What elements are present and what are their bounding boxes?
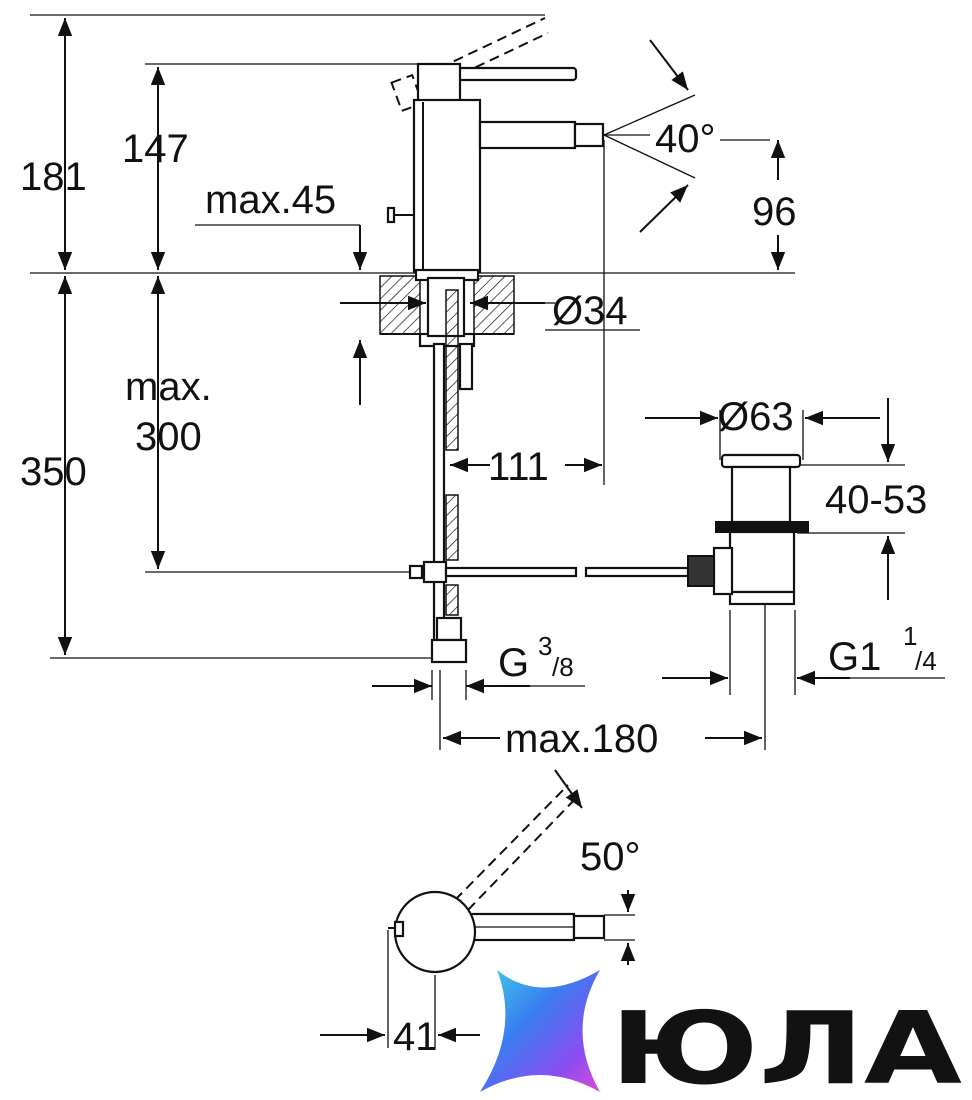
dim-max180: max.180 — [443, 717, 762, 761]
svg-text:50°: 50° — [580, 835, 641, 879]
dim-350: 350 — [20, 276, 87, 655]
dim-max300: max. 300 — [125, 276, 212, 569]
svg-text:G1: G1 — [828, 635, 881, 679]
dim-147: 147 — [122, 67, 189, 270]
svg-text:max.: max. — [125, 365, 212, 409]
dim-96: 96 — [752, 140, 797, 270]
svg-text:300: 300 — [135, 415, 202, 459]
dim-max45: max.45 — [205, 178, 368, 270]
svg-text:1: 1 — [903, 621, 917, 651]
logo-text: ЮЛА — [610, 990, 962, 1100]
svg-text:G: G — [498, 641, 529, 685]
svg-text:181: 181 — [20, 155, 87, 199]
svg-text:Ø34: Ø34 — [552, 289, 628, 333]
svg-text:3: 3 — [538, 631, 552, 661]
dim-40-53: 40-53 — [825, 398, 927, 600]
svg-text:111: 111 — [488, 445, 549, 489]
svg-text:147: 147 — [122, 127, 189, 171]
svg-text:41: 41 — [393, 1015, 438, 1059]
dim-angle-40: 40° — [603, 39, 716, 233]
svg-text:max.180: max.180 — [505, 717, 658, 761]
svg-text:350: 350 — [20, 450, 87, 494]
svg-text:/4: /4 — [915, 646, 937, 676]
dim-angle-50: 50° — [554, 769, 641, 965]
extension-lines — [30, 14, 905, 750]
svg-text:40°: 40° — [655, 117, 716, 161]
dim-thread-g38: G 3 /8 — [372, 631, 585, 700]
logo-star-icon — [480, 970, 600, 1092]
waste-valve — [687, 453, 809, 606]
svg-text:Ø63: Ø63 — [718, 395, 794, 439]
dim-dia34: Ø34 — [340, 289, 640, 405]
dim-41: 41 — [320, 930, 480, 1059]
dim-dia63: Ø63 — [645, 395, 880, 460]
brand-logo: ЮЛА — [480, 970, 962, 1100]
dim-181: 181 — [20, 18, 87, 270]
dim-thread-g114: G1 1 /4 — [662, 621, 945, 686]
svg-text:40-53: 40-53 — [825, 478, 927, 522]
faucet-body — [386, 17, 605, 274]
supply-hoses — [430, 289, 474, 664]
top-view — [388, 784, 606, 974]
svg-text:/8: /8 — [552, 652, 574, 682]
svg-text:max.45: max.45 — [205, 178, 336, 222]
svg-text:96: 96 — [752, 190, 797, 234]
dim-111: 111 — [450, 445, 602, 489]
popup-linkage — [408, 560, 690, 584]
